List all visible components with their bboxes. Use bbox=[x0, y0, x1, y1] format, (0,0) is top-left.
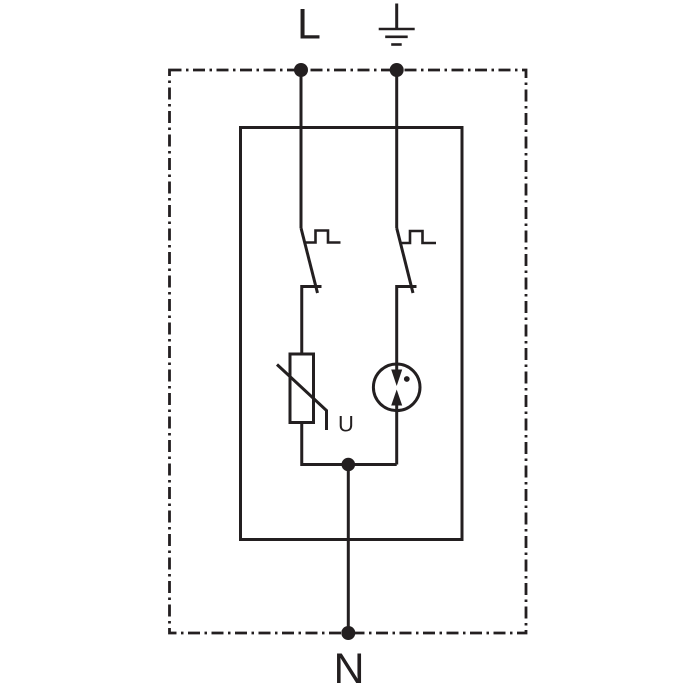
gdt-gas-dot-icon bbox=[403, 376, 410, 382]
varistor: U bbox=[275, 352, 354, 437]
gas-discharge-tube bbox=[371, 362, 422, 465]
protection-module-outline bbox=[239, 126, 464, 541]
gdt-arrow-up-icon bbox=[391, 389, 403, 406]
thermal-disconnector-left bbox=[299, 227, 341, 354]
varistor-strike-icon bbox=[275, 363, 328, 430]
neutral-terminal-label: N bbox=[333, 645, 364, 693]
disconnector-blade bbox=[395, 227, 415, 294]
disconnector-pulse-icon bbox=[304, 229, 341, 244]
varistor-voltage-label: U bbox=[338, 412, 354, 437]
disconnector-lower-contact bbox=[300, 285, 322, 354]
disconnector-lower-contact bbox=[395, 285, 417, 370]
line-terminal-label: L bbox=[297, 1, 321, 49]
thermal-disconnector-right bbox=[395, 227, 436, 370]
junction-bar bbox=[300, 422, 397, 466]
gdt-arrow-down-icon bbox=[391, 369, 403, 386]
disconnector-pulse-icon bbox=[400, 229, 436, 245]
disconnector-blade bbox=[299, 227, 319, 294]
earth-icon bbox=[378, 3, 415, 46]
